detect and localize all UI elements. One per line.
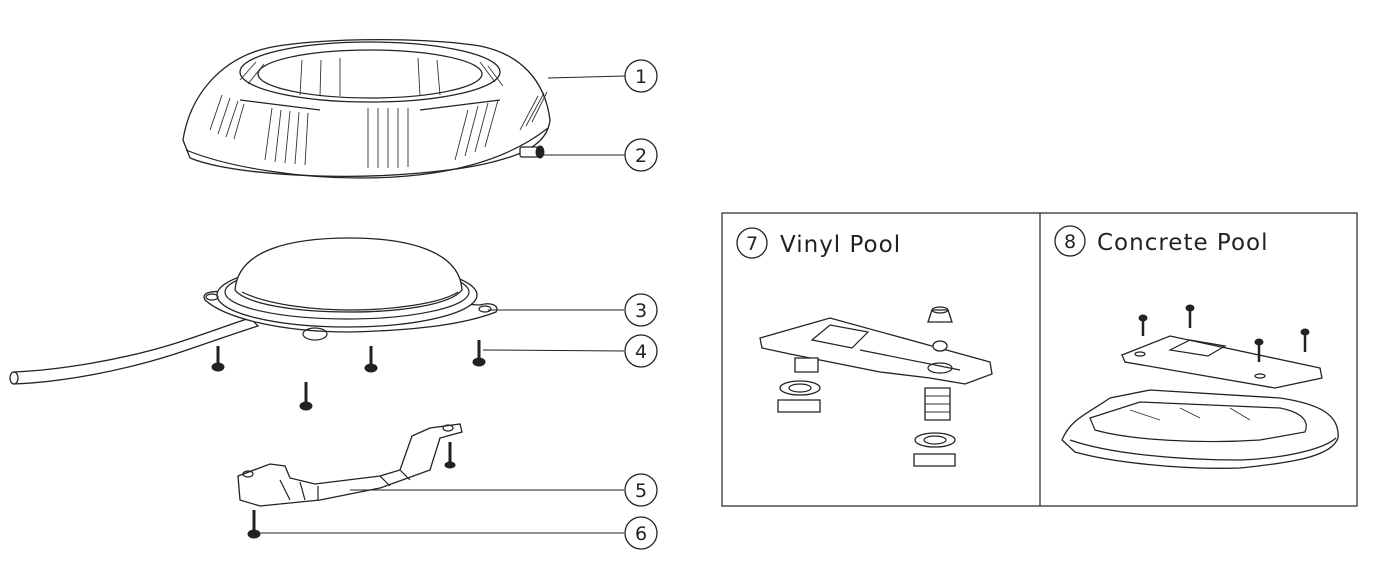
callout-6: 6 (624, 516, 658, 550)
callout-2-number: 2 (635, 145, 647, 167)
concrete-pool-panel: 8 Concrete Pool (1054, 225, 1339, 469)
callout-6-number: 6 (635, 523, 647, 545)
callout-3-number: 3 (635, 300, 647, 322)
callout-1: 1 (624, 59, 658, 93)
callout-4-number: 4 (635, 341, 647, 363)
callout-2: 2 (624, 138, 658, 172)
concrete-mount-illustration (1061, 304, 1339, 469)
lamp-screws-illustration (211, 340, 486, 411)
vinyl-pool-panel: 7 Vinyl Pool (736, 227, 993, 467)
callout-5-number: 5 (635, 480, 647, 502)
vinyl-panel-number: 7 (746, 233, 758, 255)
callout-4: 4 (624, 334, 658, 368)
callout-1-number: 1 (635, 66, 647, 88)
vinyl-mount-illustration (759, 306, 993, 467)
bracket-screw-illustration (247, 510, 261, 539)
concrete-panel-number: 8 (1064, 231, 1076, 253)
lamp-illustration (9, 237, 498, 385)
concrete-panel-title: Concrete Pool (1097, 230, 1269, 256)
cover-ring-illustration (182, 38, 551, 179)
callout-3: 3 (624, 293, 658, 327)
bracket-illustration (237, 423, 463, 507)
vinyl-panel-title: Vinyl Pool (780, 232, 901, 258)
installation-options-box (721, 212, 1358, 507)
callout-5: 5 (624, 473, 658, 507)
cover-screw-illustration (519, 145, 545, 159)
leader-lines (258, 75, 626, 534)
